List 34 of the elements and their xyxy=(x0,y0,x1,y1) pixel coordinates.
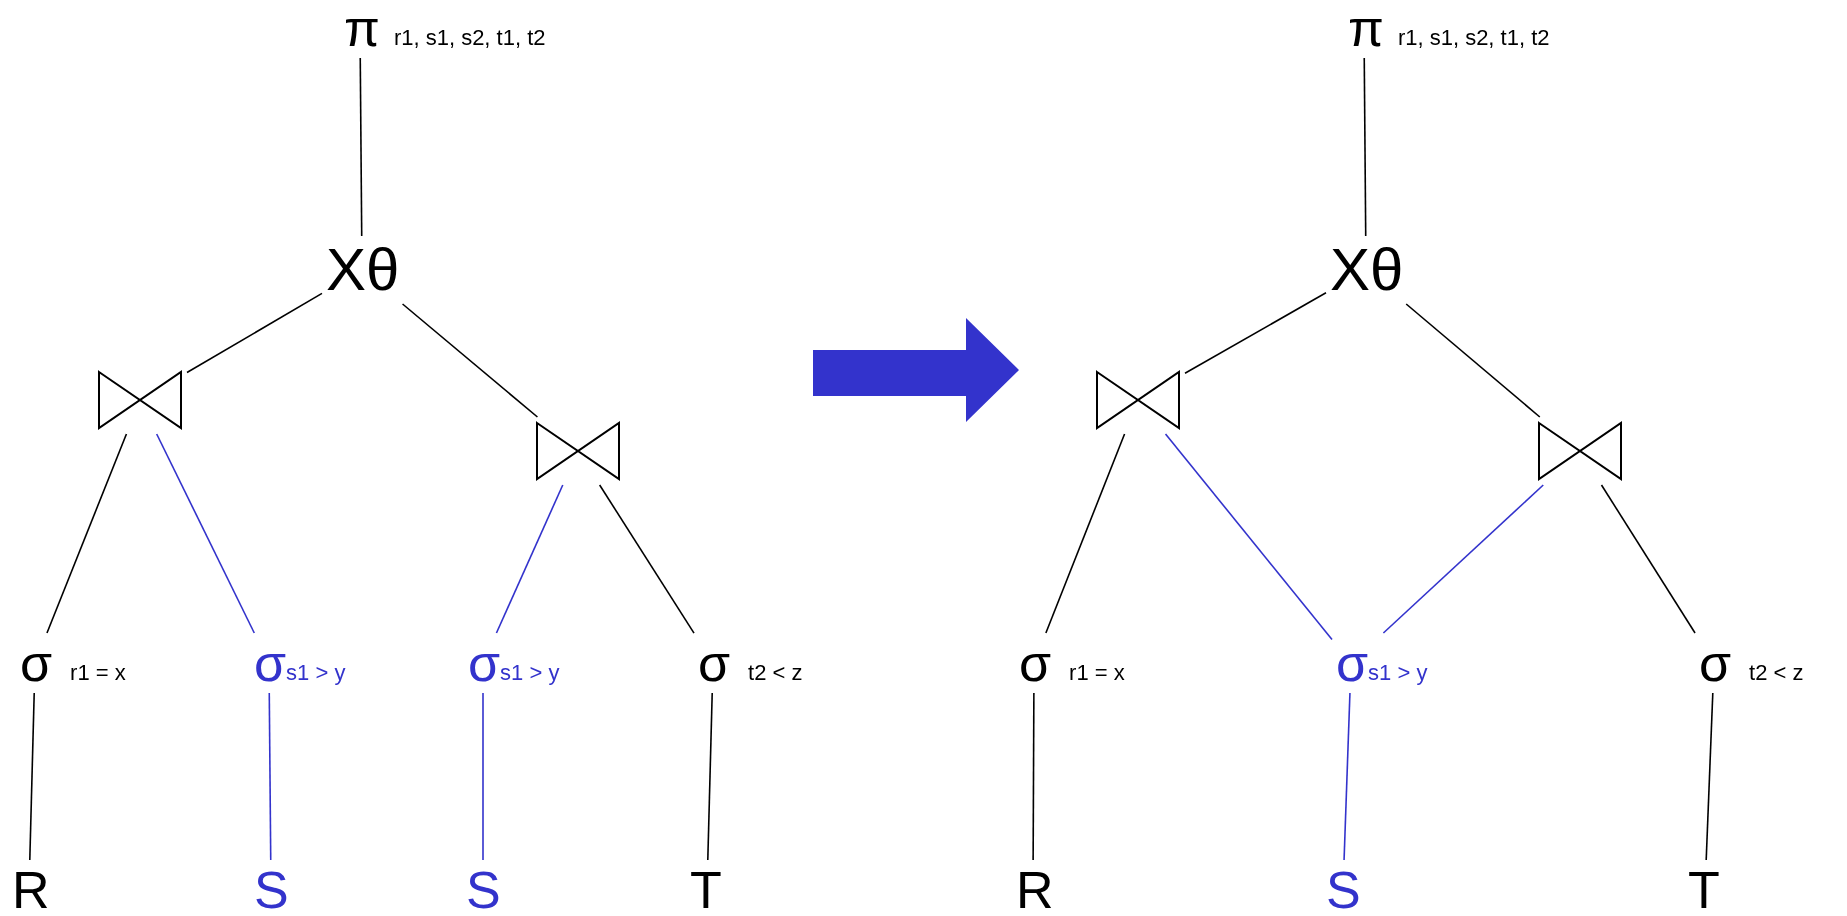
tree-edge xyxy=(29,692,35,861)
tree-edge xyxy=(268,692,272,861)
operator-label: Xθ xyxy=(326,240,400,300)
tree-edge xyxy=(1184,292,1327,374)
tree-edge xyxy=(155,433,256,634)
tree-edge xyxy=(401,303,539,418)
tree-edge xyxy=(495,484,564,634)
tree-edge xyxy=(1382,484,1545,634)
operator-label: R xyxy=(1016,864,1054,916)
tree-edge xyxy=(1600,484,1696,634)
tree-edge xyxy=(1032,692,1035,861)
tree-edge xyxy=(707,692,713,861)
tree-edge xyxy=(1363,57,1367,237)
tree-edge xyxy=(1343,692,1351,861)
operator-label: R xyxy=(12,864,50,916)
tree-edge xyxy=(1405,303,1541,418)
join-symbol xyxy=(1537,421,1623,481)
tree-edge xyxy=(46,433,128,634)
operator-label: S xyxy=(466,864,501,916)
join-symbol xyxy=(1095,370,1181,430)
operator-label: Xθ xyxy=(1330,240,1404,300)
join-symbol xyxy=(97,370,183,430)
tree-edge xyxy=(1164,433,1333,641)
tree-edge xyxy=(359,57,363,237)
operator-label: S xyxy=(1326,864,1361,916)
tree-edge xyxy=(1705,692,1714,861)
operator-label: T xyxy=(690,864,722,916)
tree-edge xyxy=(598,484,695,634)
operator-label: S xyxy=(254,864,289,916)
operator-label: T xyxy=(1688,864,1720,916)
tree-edge xyxy=(186,292,323,374)
join-symbol xyxy=(535,421,621,481)
tree-edge xyxy=(482,692,484,861)
tree-edge xyxy=(1045,433,1126,634)
